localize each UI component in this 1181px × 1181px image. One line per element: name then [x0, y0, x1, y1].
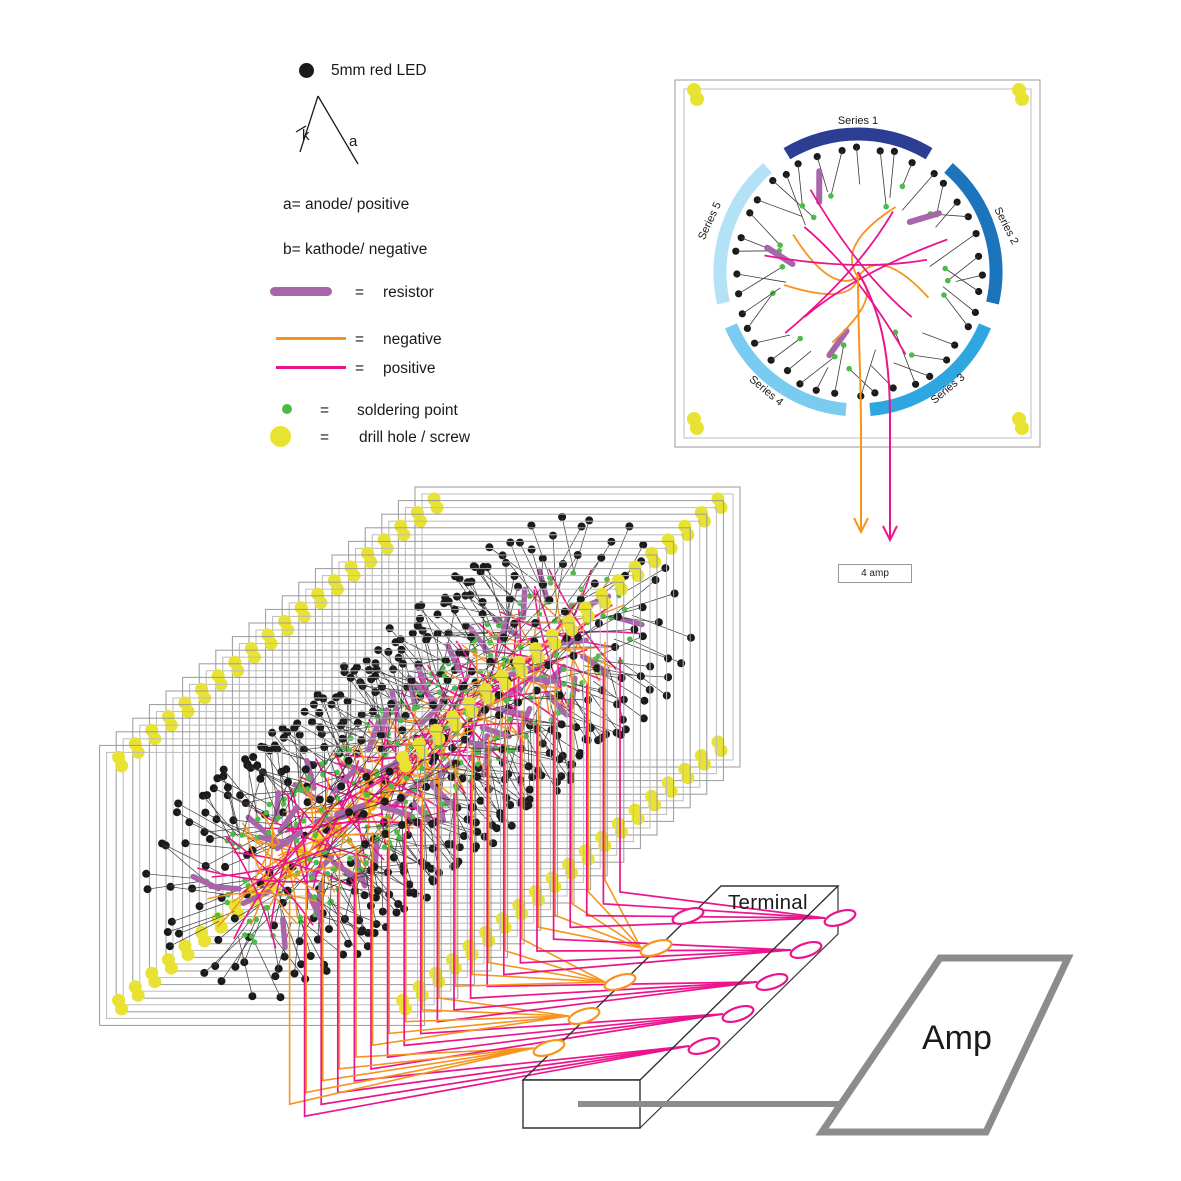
terminal-lug [567, 1006, 601, 1026]
terminal-lug [532, 1038, 566, 1058]
terminal-lug [687, 1036, 721, 1056]
amp-label: Amp [922, 1019, 992, 1057]
equals-sign: = [320, 429, 330, 446]
series-arcs [713, 127, 1003, 416]
terminal-lug [823, 908, 857, 928]
equals-sign: = [355, 331, 365, 348]
series-1-label: Series 1 [837, 115, 879, 127]
legend-negative-label: negative [383, 331, 442, 348]
terminal-lug [789, 940, 823, 960]
drill-hole-icon [270, 426, 291, 447]
legend-drill-label: drill hole / screw [359, 429, 471, 446]
equals-sign: = [355, 360, 365, 377]
amp-shape [578, 954, 1074, 1136]
terminal-lug [603, 972, 637, 992]
panel-stack [99, 486, 741, 1026]
legend-resistor-label: resistor [383, 284, 434, 301]
feed-arrows [853, 271, 898, 543]
terminal-lug [671, 906, 705, 926]
terminal-lug [721, 1004, 755, 1024]
stack-panel [132, 717, 459, 999]
led-symbol-a-label: a [349, 133, 358, 150]
terminal-lug [755, 972, 789, 992]
equals-sign: = [320, 402, 330, 419]
legend-led-label: 5mm red LED [331, 62, 427, 79]
resistor-swatch-icon [270, 287, 332, 296]
positive-wire-swatch-icon [276, 366, 346, 369]
terminal-label: Terminal [728, 891, 808, 914]
legend-solder-label: soldering point [357, 402, 458, 419]
four-amp-box: 4 amp [838, 564, 912, 583]
four-amp-label: 4 amp [861, 568, 889, 579]
legend-anode-text: a= anode/ positive [283, 196, 410, 213]
legend-kathode-text: b= kathode/ negative [283, 241, 428, 258]
legend-positive-label: positive [383, 360, 436, 377]
solder-point-icon [282, 404, 292, 414]
led-dot-icon [299, 63, 314, 78]
reference-led-ring [732, 143, 987, 400]
negative-wire-swatch-icon [276, 337, 346, 340]
wire-bundle [288, 642, 826, 1118]
equals-sign: = [355, 284, 365, 301]
reference-panel [674, 79, 1041, 543]
led-symbol: k a [295, 95, 359, 165]
led-symbol-k-label: k [302, 127, 310, 144]
terminal-lug [639, 938, 673, 958]
